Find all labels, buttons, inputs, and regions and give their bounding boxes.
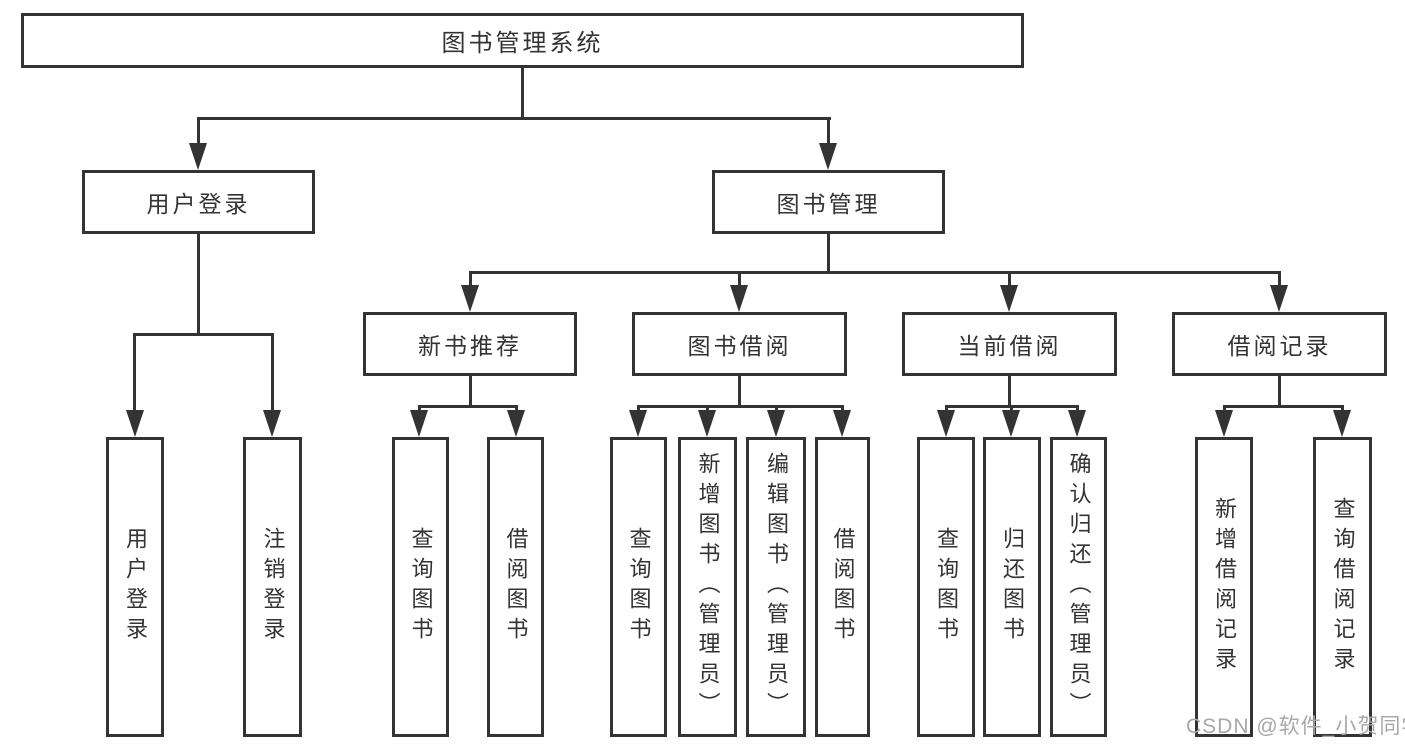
connector-book-mgmt-stem [827, 117, 830, 147]
connector-user-login-stem [197, 117, 200, 147]
arrow-to-bb-query [629, 410, 647, 437]
leaf-bb-query-books-label: 查询图书 [626, 527, 652, 647]
leaf-logout-label: 注销登录 [260, 527, 286, 647]
leaf-logout: 注销登录 [243, 437, 302, 737]
csdn-watermark: CSDN @软件_小贺同学 [1186, 715, 1405, 738]
connector-leaf-login-stem [133, 333, 136, 413]
leaf-bb-add-books-admin: 新增图书（管理员） [678, 437, 737, 737]
node-root-label: 图书管理系统 [441, 30, 604, 57]
leaf-bb-edit-books-admin: 编辑图书（管理员） [746, 437, 806, 737]
connector-new-book-drop [469, 376, 472, 408]
leaf-cb-confirm-return-admin: 确认归还（管理员） [1050, 437, 1107, 737]
leaf-cb-return-books-label: 归还图书 [1000, 527, 1025, 647]
arrow-to-leaf-login [126, 410, 144, 437]
arrow-to-bb-add [698, 410, 716, 437]
leaf-br-query-record: 查询借阅记录 [1313, 437, 1372, 737]
arrow-to-br-query [1333, 410, 1351, 437]
node-current-borrowing-label: 当前借阅 [957, 333, 1062, 359]
connector-book-mgmt-rail [469, 271, 1281, 274]
connector-user-login-drop [197, 234, 200, 336]
leaf-br-query-record-label: 查询借阅记录 [1330, 497, 1356, 677]
leaf-nb-borrow-books-label: 借阅图书 [503, 527, 529, 647]
connector-root-drop [521, 68, 524, 118]
node-user-login-label: 用户登录 [146, 191, 251, 217]
connector-borrow-records-drop [1278, 376, 1281, 408]
arrow-to-cb-return [1002, 410, 1020, 437]
leaf-bb-borrow-books: 借阅图书 [815, 437, 870, 737]
arrow-to-cb-query [937, 410, 955, 437]
connector-leaf-logout-stem [271, 333, 274, 413]
connector-book-borrow-stem [738, 271, 741, 289]
leaf-cb-query-books-label: 查询图书 [934, 527, 959, 647]
leaf-user-login-label: 用户登录 [123, 527, 148, 647]
node-borrow-records: 借阅记录 [1172, 312, 1387, 376]
connector-new-book-stem [469, 271, 472, 289]
connector-book-borrow-rail [637, 405, 844, 408]
arrow-to-book-borrowing [730, 285, 748, 312]
node-book-management-label: 图书管理 [776, 191, 881, 217]
connector-new-book-rail [418, 405, 518, 408]
arrow-to-current-borrowing [1000, 285, 1018, 312]
connector-current-borrow-drop [1008, 376, 1011, 408]
leaf-bb-query-books: 查询图书 [610, 437, 667, 737]
arrow-to-bb-borrow [833, 410, 851, 437]
leaf-cb-return-books: 归还图书 [983, 437, 1041, 737]
arrow-to-book-management [819, 143, 837, 170]
node-new-book-recommend: 新书推荐 [363, 312, 577, 376]
leaf-nb-borrow-books: 借阅图书 [487, 437, 544, 737]
arrow-to-borrow-records [1270, 285, 1288, 312]
connector-borrow-records-stem [1278, 271, 1281, 289]
leaf-nb-query-books-label: 查询图书 [408, 527, 434, 647]
connector-user-login-rail [133, 333, 274, 336]
node-root: 图书管理系统 [21, 13, 1024, 68]
leaf-br-add-record: 新增借阅记录 [1195, 437, 1253, 737]
node-book-borrowing-label: 图书借阅 [687, 333, 792, 359]
connector-book-borrow-drop [738, 376, 741, 408]
node-new-book-recommend-label: 新书推荐 [418, 333, 522, 359]
node-user-login: 用户登录 [82, 170, 315, 234]
arrow-to-br-add [1215, 410, 1233, 437]
connector-root-rail [197, 117, 831, 120]
node-borrow-records-label: 借阅记录 [1227, 333, 1332, 359]
arrow-to-leaf-logout [263, 410, 281, 437]
arrow-to-bb-edit [767, 410, 785, 437]
arrow-to-new-book-recommend [461, 285, 479, 312]
leaf-nb-query-books: 查询图书 [392, 437, 449, 737]
arrow-to-nb-query [410, 410, 428, 437]
node-book-management: 图书管理 [712, 170, 945, 234]
connector-book-mgmt-drop [827, 234, 830, 274]
leaf-cb-query-books: 查询图书 [917, 437, 975, 737]
leaf-cb-confirm-return-admin-label: 确认归还（管理员） [1066, 452, 1092, 722]
node-current-borrowing: 当前借阅 [902, 312, 1117, 376]
leaf-br-add-record-label: 新增借阅记录 [1212, 497, 1237, 677]
leaf-bb-edit-books-admin-label: 编辑图书（管理员） [764, 452, 789, 722]
connector-current-borrow-stem [1008, 271, 1011, 289]
leaf-bb-add-books-admin-label: 新增图书（管理员） [695, 452, 721, 722]
leaf-bb-borrow-books-label: 借阅图书 [830, 527, 856, 647]
arrow-to-nb-borrow [507, 410, 525, 437]
node-book-borrowing: 图书借阅 [632, 312, 847, 376]
leaf-user-login: 用户登录 [106, 437, 164, 737]
arrow-to-cb-confirm [1068, 410, 1086, 437]
arrow-to-user-login [189, 143, 207, 170]
connector-borrow-records-rail [1223, 405, 1344, 408]
